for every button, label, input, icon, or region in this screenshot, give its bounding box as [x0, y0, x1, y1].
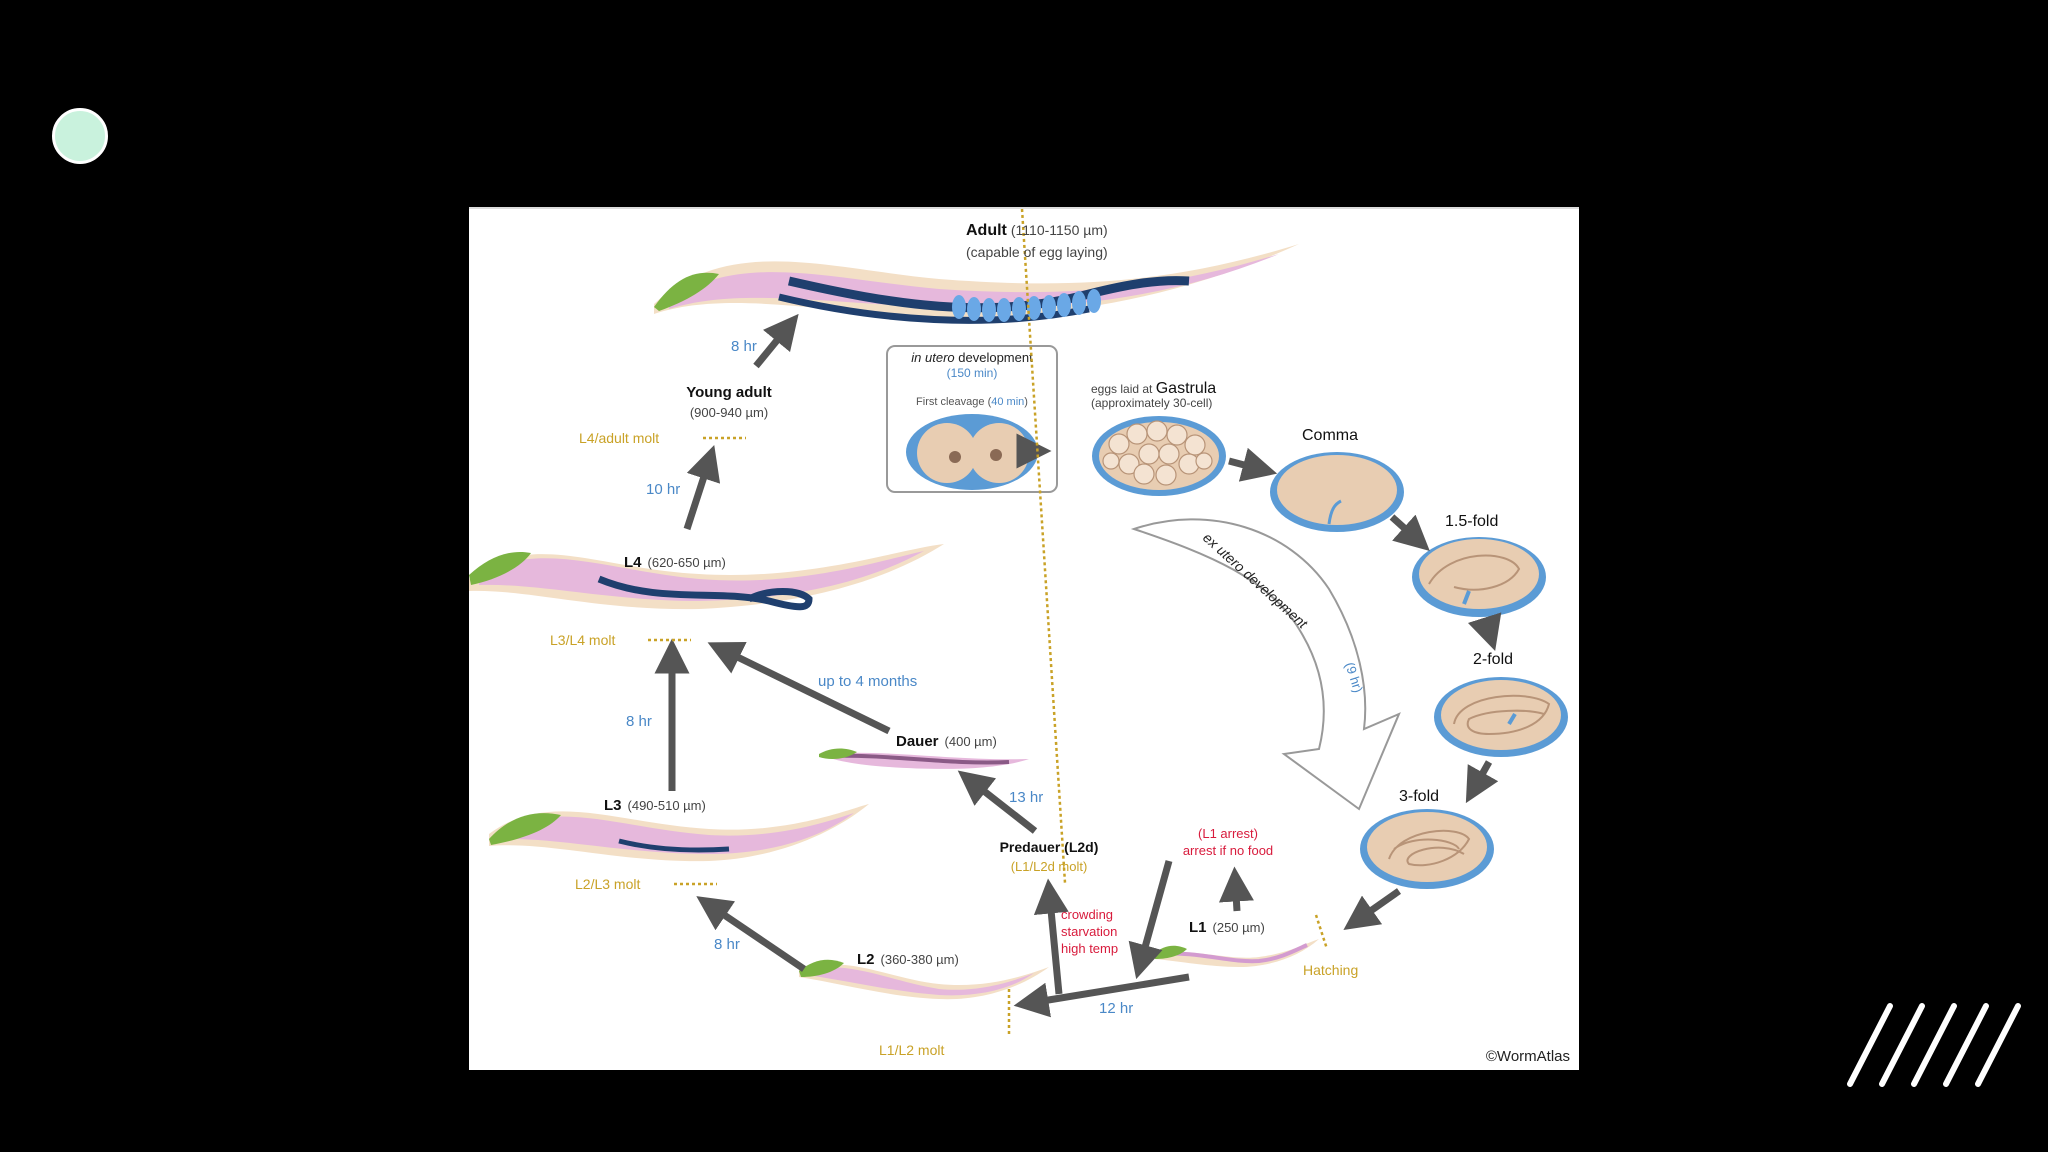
young-adult-name: Young adult	[686, 384, 772, 401]
predauer-name: Predauer (L2d)	[1000, 839, 1099, 855]
arrest-0: (L1 arrest)	[1198, 826, 1258, 841]
condition-0: crowding	[1061, 907, 1113, 922]
l1-name: L1	[1189, 919, 1207, 936]
comma-label: Comma	[1302, 427, 1358, 444]
arrow-2-to-3	[1465, 760, 1499, 804]
time-pre-to-dauer: 13 hr	[1009, 789, 1043, 806]
credit-label: ©WormAtlas	[1486, 1048, 1570, 1065]
l1-worm	[1154, 939, 1319, 967]
arrest-1: arrest if no food	[1183, 843, 1273, 858]
cleavage-time: 40 min	[991, 396, 1024, 408]
dauer-conditions: crowding starvation high temp	[1061, 907, 1118, 956]
svg-text:First cleavage (40 min): First cleavage (40 min)	[916, 396, 1028, 408]
molt-dotted-lines	[648, 209, 1329, 1034]
fold-2-embryo	[1434, 677, 1568, 757]
adult-worm	[654, 244, 1299, 324]
adult-note: (capable of egg laying)	[966, 244, 1108, 260]
in-utero-duration: (150 min)	[947, 366, 998, 380]
l2-worm	[799, 959, 1049, 1000]
svg-text:Dauer(400 µm): Dauer (400 µm)	[896, 733, 997, 750]
l3-worm	[489, 804, 869, 862]
adult-size: (1110-1150 µm)	[1011, 222, 1108, 238]
cleavage-prefix: First cleavage (	[916, 396, 992, 408]
arrow-l1-arrest	[1218, 866, 1254, 912]
arrow-l4-to-young	[683, 445, 721, 531]
in-utero-title-italic: in utero	[911, 350, 954, 365]
dauer-name: Dauer	[896, 733, 939, 750]
svg-text:Adult(1110-1150 µm): Adult(1110-1150 µm)	[966, 222, 1108, 239]
l2-name: L2	[857, 951, 875, 968]
fold-2-label: 2-fold	[1473, 651, 1513, 668]
molt-l1-l2: L1/L2 molt	[879, 1042, 944, 1058]
lifecycle-svg: in utero development (150 min) First cle…	[469, 209, 1570, 1065]
gastrula-embryo	[1092, 416, 1226, 496]
time-l4-to-young: 10 hr	[646, 481, 680, 498]
arrest-note: (L1 arrest) arrest if no food	[1183, 826, 1273, 858]
molt-l4-adult: L4/adult molt	[579, 430, 659, 446]
arrow-to-arrest-l2	[1128, 860, 1173, 980]
l4-name: L4	[624, 554, 642, 571]
time-l3-to-l4: 8 hr	[626, 713, 652, 730]
l1-size: (250 µm)	[1213, 920, 1265, 935]
time-l2-to-l3: 8 hr	[714, 936, 740, 953]
condition-2: high temp	[1061, 941, 1118, 956]
slide-bullet-dot	[52, 108, 108, 164]
in-utero-box: in utero development (150 min) First cle…	[886, 345, 1058, 493]
gastrula-name: Gastrula	[1156, 380, 1217, 397]
arrow-pre-to-dauer	[957, 770, 1038, 834]
arrow-to-predauer	[1033, 878, 1069, 995]
arrow-l2-to-l3	[696, 896, 806, 972]
fold-3-embryo	[1360, 809, 1494, 889]
adult-name: Adult	[966, 222, 1008, 239]
lifecycle-diagram: in utero development (150 min) First cle…	[469, 207, 1579, 1070]
time-young-to-adult: 8 hr	[731, 338, 757, 355]
svg-text:L3(490-510 µm): L3 (490-510 µm)	[604, 797, 706, 814]
arrow-3-to-hatch	[1343, 888, 1402, 931]
condition-1: starvation	[1061, 924, 1117, 939]
young-adult-size: (900-940 µm)	[690, 405, 768, 420]
fold-1-5-embryo	[1412, 537, 1546, 617]
cleavage-suffix: )	[1024, 396, 1028, 408]
arrow-gastrula-to-comma	[1228, 447, 1278, 482]
comma-embryo	[1270, 452, 1404, 532]
fold-3-label: 3-fold	[1399, 788, 1439, 805]
in-utero-title-rest: development	[955, 350, 1033, 365]
ex-utero-arrow: ex utero development (9 hr)	[1130, 518, 1401, 811]
fold-1-5-label: 1.5-fold	[1445, 513, 1498, 530]
time-dauer-to-l4: up to 4 months	[818, 673, 917, 690]
svg-text:L1(250 µm): L1 (250 µm)	[1189, 919, 1265, 936]
arrow-15-to-2	[1467, 612, 1502, 652]
l3-name: L3	[604, 797, 622, 814]
molt-l3-l4: L3/L4 molt	[550, 632, 615, 648]
arrow-comma-to-15	[1389, 514, 1430, 552]
svg-text:L4(620-650 µm): L4 (620-650 µm)	[624, 554, 726, 571]
gastrula-prefix: eggs laid at	[1091, 382, 1156, 396]
l4-size: (620-650 µm)	[648, 555, 726, 570]
l3-size: (490-510 µm)	[628, 798, 706, 813]
gastrula-note: (approximately 30-cell)	[1091, 396, 1212, 410]
svg-text:eggs laid at Gastrula: eggs laid at Gastrula	[1091, 380, 1216, 397]
slash-decoration-icon	[1847, 1003, 2021, 1087]
predauer-molt: (L1/L2d molt)	[1011, 859, 1088, 874]
dauer-worm	[819, 748, 1029, 769]
svg-text:L2(360-380 µm): L2 (360-380 µm)	[857, 951, 959, 968]
molt-l2-l3: L2/L3 molt	[575, 876, 640, 892]
time-l1-to-l2: 12 hr	[1099, 1000, 1133, 1017]
hatching-label: Hatching	[1303, 962, 1358, 978]
arrow-young-to-adult	[753, 313, 799, 369]
dauer-size: (400 µm)	[945, 734, 997, 749]
l2-size: (360-380 µm)	[881, 952, 959, 967]
svg-text:in utero development: in utero development	[911, 350, 1033, 365]
transition-arrows	[654, 313, 1502, 1018]
arrow-l1-to-l2	[1013, 973, 1190, 1018]
arrow-dauer-to-l4	[707, 642, 891, 735]
l4-worm	[469, 544, 944, 611]
